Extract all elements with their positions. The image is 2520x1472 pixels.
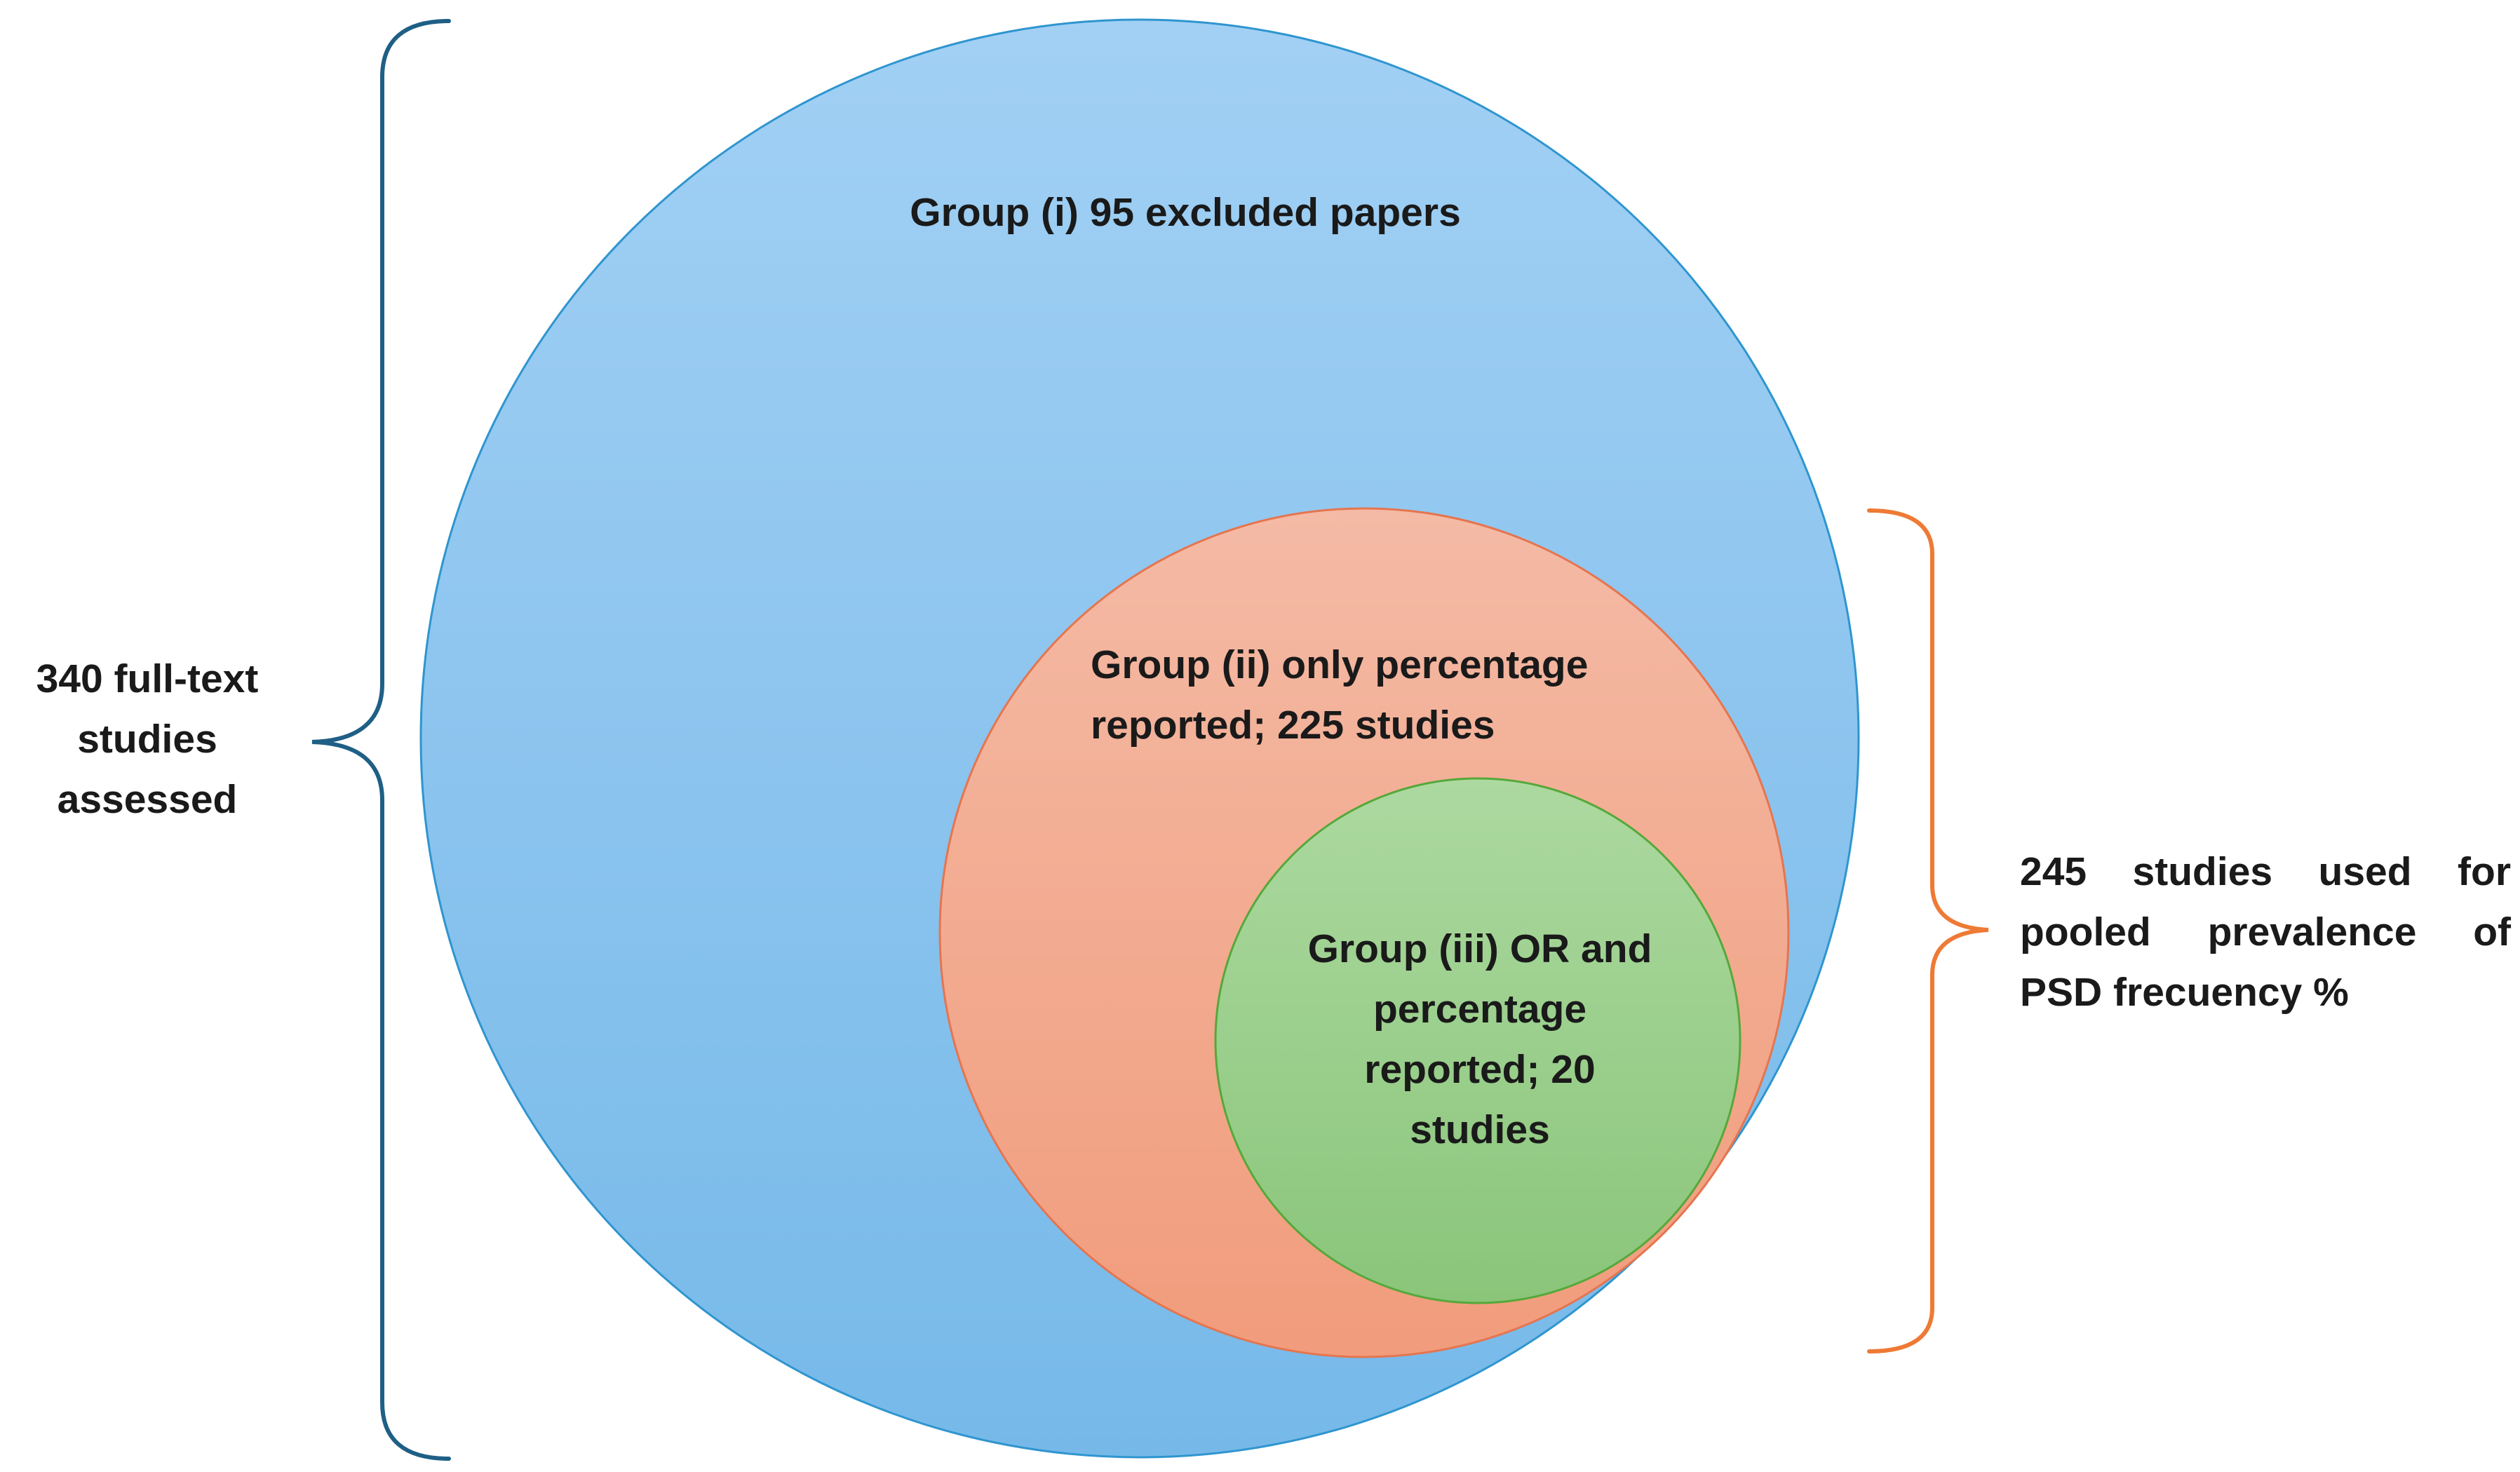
group-i-label: Group (i) 95 excluded papers <box>835 182 1536 243</box>
group-iii-circle <box>1214 777 1741 1304</box>
total-studies-label-line: studies <box>77 717 217 762</box>
group-ii-label-line: reported; 225 studies <box>1091 703 1495 748</box>
group-iii-label-line: Group (iii) OR and <box>1307 926 1652 971</box>
pooled-studies-label-line: pooled prevalence of <box>2020 910 2511 954</box>
total-studies-label-line: assessed <box>57 777 238 822</box>
pooled-studies-label-line: PSD frecuency % <box>2020 970 2349 1015</box>
group-iii-label-line: percentage <box>1373 987 1587 1032</box>
pooled-studies-label-line: 245 studies used for <box>2020 849 2511 894</box>
total-studies-label: 340 full-text studies assessed <box>0 649 295 830</box>
total-studies-label-line: 340 full-text <box>36 656 259 701</box>
group-iii-label: Group (iii) OR and percentage reported; … <box>1241 919 1718 1160</box>
left-brace <box>311 19 451 1461</box>
group-i-label-line: Group (i) 95 excluded papers <box>910 190 1461 235</box>
group-iii-label-line: reported; 20 <box>1364 1047 1596 1092</box>
right-brace <box>1867 508 1989 1353</box>
group-ii-label-line: Group (ii) only percentage <box>1091 642 1589 687</box>
group-iii-label-line: studies <box>1410 1107 1550 1152</box>
group-ii-label: Group (ii) only percentage reported; 225… <box>1091 635 1736 755</box>
pooled-studies-label: 245 studies used for pooled prevalence o… <box>2020 842 2511 1022</box>
